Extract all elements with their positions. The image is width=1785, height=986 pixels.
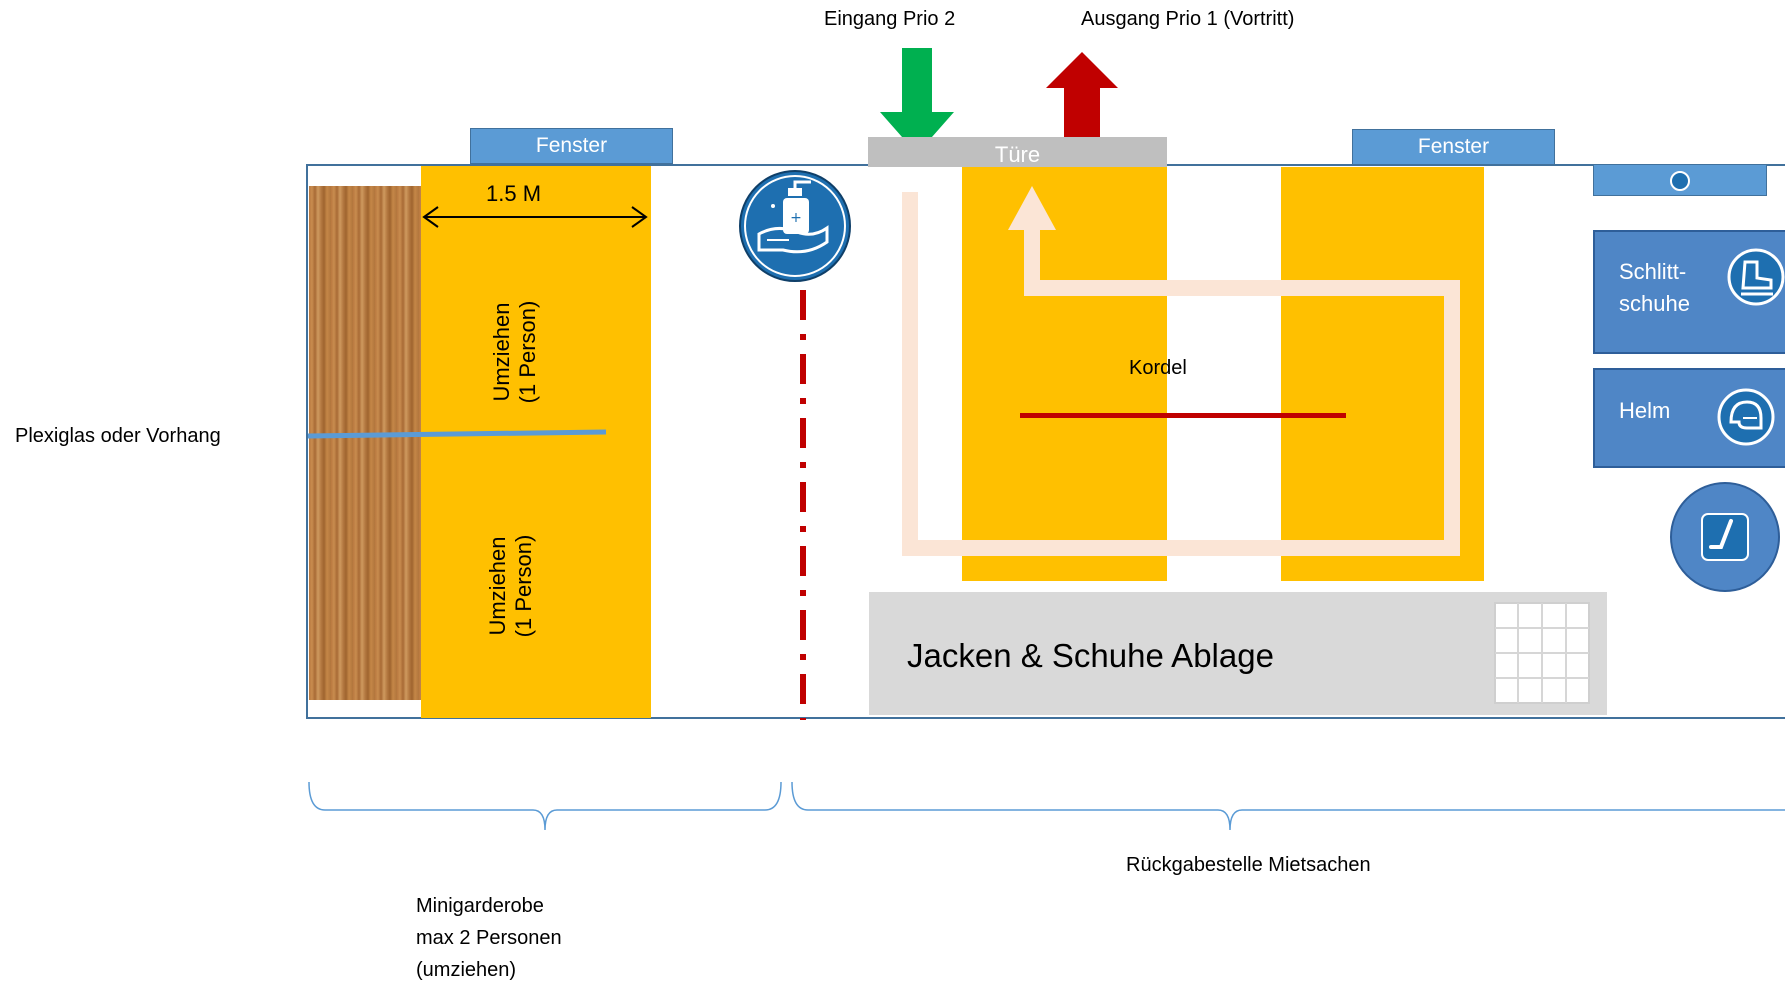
exit-arrow <box>1046 52 1118 156</box>
width-label: 1.5 M <box>486 181 542 206</box>
entrance-arrow <box>880 48 954 154</box>
wood-wall <box>309 186 421 700</box>
window-left: Fenster <box>470 128 673 164</box>
jacket-shoe-shelf: Jacken & Schuhe Ablage <box>869 592 1607 715</box>
skates-label: Schlitt- schuhe <box>1619 256 1690 320</box>
right-caption: Rückgabestelle Mietsachen <box>1126 854 1371 876</box>
changing-booth <box>421 166 651 718</box>
hockey-stick-icon <box>1670 482 1780 592</box>
booth-top-label: Umziehen (1 Person) <box>489 277 541 427</box>
left-caption-line1: Minigarderobe <box>416 895 544 917</box>
walking-path <box>902 186 1460 556</box>
red-dashdot-line <box>800 290 806 720</box>
cord-label: Kordel <box>1129 357 1187 379</box>
booth-bottom-line1: Umziehen <box>485 536 510 636</box>
cord-line <box>1020 413 1346 418</box>
right-brace <box>791 781 1785 831</box>
booth-top-line2: (1 Person) <box>515 300 540 404</box>
width-arrow <box>422 206 648 228</box>
booth-bottom-line2: (1 Person) <box>511 534 536 638</box>
left-caption-line3: (umziehen) <box>416 959 517 981</box>
skates-box: Schlitt- schuhe <box>1593 230 1785 354</box>
small-window-icon <box>1670 171 1690 191</box>
left-brace <box>308 781 782 831</box>
window-small <box>1593 164 1767 196</box>
skates-label-line1: Schlitt- <box>1619 259 1687 284</box>
skate-icon <box>1727 248 1785 306</box>
window-right: Fenster <box>1352 129 1555 165</box>
shelf-label: Jacken & Schuhe Ablage <box>907 637 1274 674</box>
left-caption-line2: max 2 Personen <box>416 927 562 949</box>
booth-bottom-label: Umziehen (1 Person) <box>485 511 537 661</box>
exit-label: Ausgang Prio 1 (Vortritt) <box>1081 8 1295 30</box>
queue-block-left <box>962 167 1167 581</box>
svg-text:+: + <box>790 210 802 226</box>
booth-top-line1: Umziehen <box>489 302 514 402</box>
helmet-label: Helm <box>1619 398 1671 423</box>
helmet-box: Helm <box>1593 368 1785 468</box>
skates-label-line2: schuhe <box>1619 291 1690 316</box>
door-label: Türe <box>994 142 1041 167</box>
divider-label: Plexiglas oder Vorhang <box>15 425 221 447</box>
door: Türe <box>868 137 1167 167</box>
left-caption: Minigarderobe max 2 Personen (umziehen) <box>416 890 562 986</box>
entrance-label: Eingang Prio 2 <box>824 8 956 30</box>
hand-sanitizer-icon: + <box>739 170 851 282</box>
divider-line <box>307 429 607 439</box>
shelf-unit-icon <box>1494 602 1590 704</box>
helmet-icon <box>1717 388 1775 446</box>
